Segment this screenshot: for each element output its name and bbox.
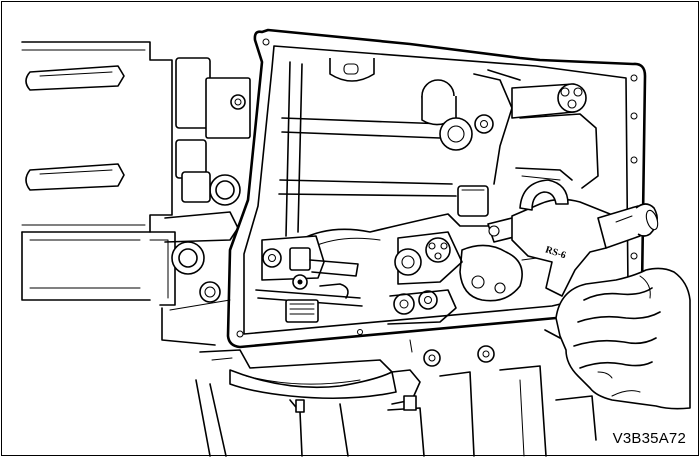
hand [555, 267, 691, 410]
solenoid-assembly [255, 235, 363, 323]
valve-body-interior [278, 58, 599, 325]
figure-code: V3B35A72 [612, 430, 686, 447]
upper-fin [25, 65, 125, 91]
air-nozzle-tool: RS-6 [487, 179, 659, 297]
left-casing [21, 41, 176, 306]
lower-fin [25, 163, 125, 191]
lower-housing [195, 329, 597, 457]
left-bosses [161, 57, 251, 346]
